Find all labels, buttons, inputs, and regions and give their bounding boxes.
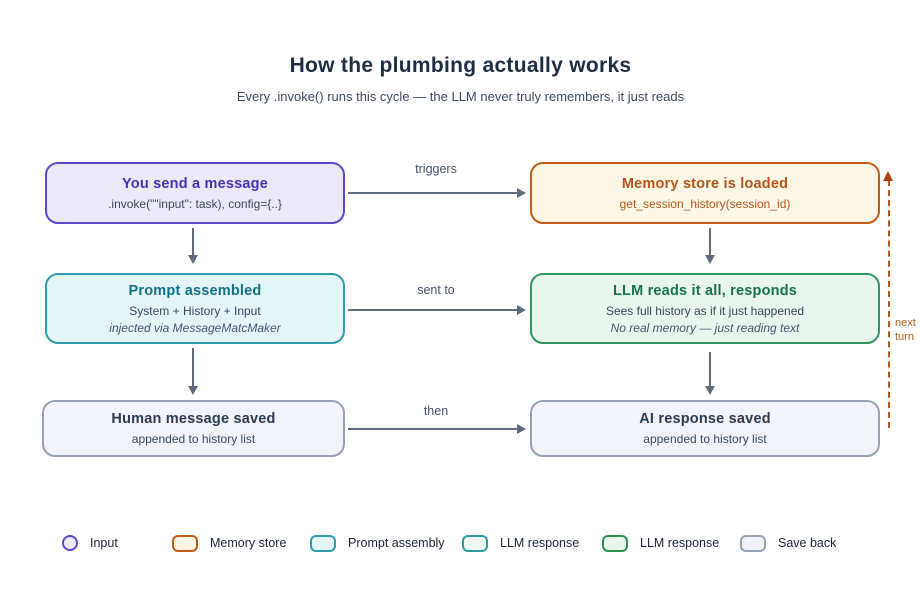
node-ai-response-saved: AI response saved appended to history li… (530, 400, 880, 457)
legend-label: Memory store (210, 536, 287, 550)
legend-label: LLM response (500, 536, 580, 550)
legend-item-llm-response-2: LLM response (602, 533, 719, 553)
node-note: injected via MessageMatcMaker (109, 320, 281, 335)
node-human-message-saved: Human message saved appended to history … (42, 400, 345, 457)
node-title: You send a message (122, 175, 268, 192)
node-llm-reads-responds: LLM reads it all, responds Sees full his… (530, 273, 880, 344)
page-title: How the plumbing actually works (289, 54, 632, 77)
node-detail: Sees full history as if it just happened (605, 303, 805, 318)
node-note: No real memory — just reading text (610, 320, 800, 335)
arrow-down-icon (705, 352, 715, 395)
page-subtitle: Every .invoke() runs this cycle — the LL… (236, 89, 685, 104)
legend-item-prompt-assembly: Prompt assembly (310, 533, 445, 553)
prompt-assembly-swatch-icon (310, 534, 336, 552)
legend-label: Save back (778, 536, 837, 550)
node-title: Human message saved (111, 411, 276, 427)
node-detail: appended to history list (131, 432, 256, 446)
memory-store-swatch-icon (172, 534, 198, 552)
llm-response-swatch-icon (602, 534, 628, 552)
legend-item-memory-store: Memory store (172, 533, 286, 553)
save-back-swatch-icon (740, 534, 766, 552)
node-prompt-assembled: Prompt assembled System + History + Inpu… (45, 273, 345, 344)
node-you-send-a-message: You send a message .invoke(""input": tas… (45, 162, 345, 224)
arrow-down-icon (705, 228, 715, 264)
legend-label: Input (90, 536, 118, 550)
arrow-label-sent-to: sent to (417, 283, 455, 297)
node-title: LLM reads it all, responds (612, 282, 798, 299)
arrow-down-icon (188, 228, 198, 264)
node-memory-store-loaded: Memory store is loaded get_session_histo… (530, 162, 880, 224)
input-swatch-icon (62, 535, 78, 551)
node-detail: System + History + Input (129, 303, 261, 318)
node-code: get_session_history(session_id) (619, 196, 791, 211)
arrow-right-icon (348, 305, 526, 315)
node-code: .invoke(""input": task), config={..} (108, 196, 282, 211)
arrow-label-triggers: triggers (415, 162, 457, 176)
node-title: AI response saved (639, 411, 771, 427)
arrow-label-then: then (423, 404, 449, 418)
legend-label: LLM response (640, 536, 720, 550)
arrow-right-icon (348, 424, 526, 434)
next-turn-label: next turn (895, 317, 916, 344)
node-title: Prompt assembled (128, 282, 262, 299)
legend-item-llm-response-1: LLM response (462, 533, 579, 553)
legend-item-input: Input (62, 533, 118, 553)
node-title: Memory store is loaded (621, 175, 789, 192)
node-detail: appended to history list (643, 432, 767, 446)
llm-response-swatch-icon (462, 534, 488, 552)
legend-item-save-back: Save back (740, 533, 836, 553)
legend-label: Prompt assembly (348, 536, 445, 550)
next-turn-dashed-arrow-icon (883, 171, 893, 428)
arrow-right-icon (348, 188, 526, 198)
arrow-down-icon (188, 348, 198, 395)
